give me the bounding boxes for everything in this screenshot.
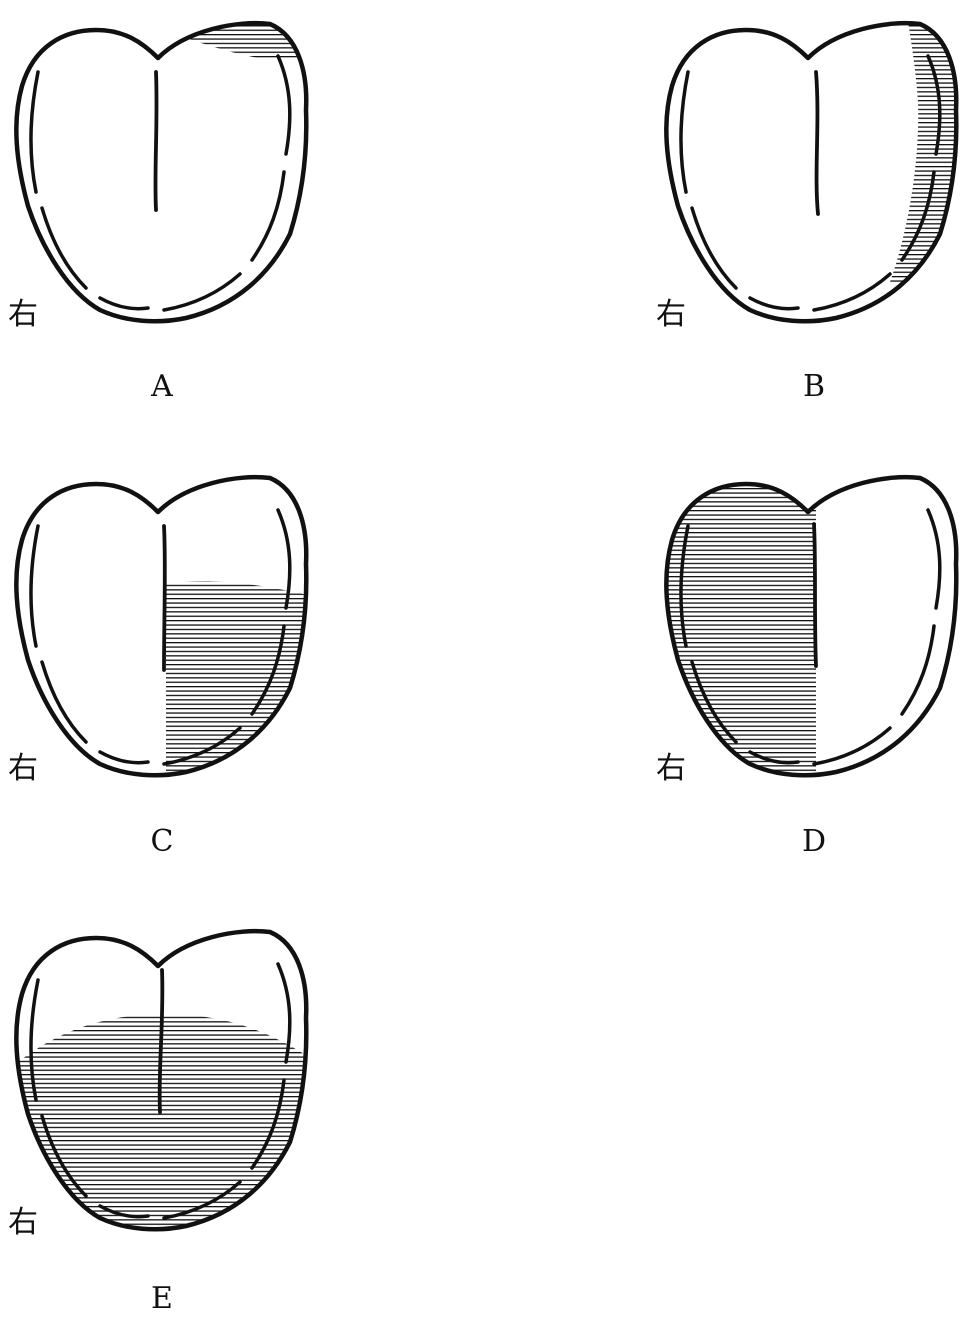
median-line-d xyxy=(812,522,818,668)
tongue-inner-contour-b xyxy=(679,54,942,312)
median-line-e xyxy=(157,968,165,1114)
side-label-b: 右 xyxy=(656,297,686,332)
panel-c xyxy=(16,477,328,796)
panel-d xyxy=(648,456,956,796)
side-label-d: 右 xyxy=(656,751,686,786)
tongue-outline-a xyxy=(16,23,306,321)
median-line-b xyxy=(814,70,820,216)
tongue-inner-contour-c xyxy=(29,508,292,766)
median-line-a xyxy=(153,70,159,212)
panel-e xyxy=(0,931,328,1250)
side-label-e: 右 xyxy=(8,1205,38,1240)
panel-b xyxy=(666,22,973,321)
side-label-a: 右 xyxy=(8,297,38,332)
panel-label-d: D xyxy=(802,824,826,859)
shaded-region-a xyxy=(168,23,307,60)
panel-label-e: E xyxy=(151,1281,173,1316)
panel-label-b: B xyxy=(803,369,825,404)
shaded-region-e xyxy=(16,1014,307,1230)
shaded-region-d xyxy=(666,477,816,776)
panel-a xyxy=(16,2,328,321)
panel-label-a: A xyxy=(150,369,173,404)
side-label-c: 右 xyxy=(8,751,38,786)
tongue-inner-contour-d xyxy=(679,508,942,766)
tongue-inner-contour-a xyxy=(29,54,292,312)
tongue-outline-b xyxy=(666,23,956,321)
panel-label-c: C xyxy=(151,824,174,859)
tongue-inner-contour-e xyxy=(29,962,292,1220)
median-line-c xyxy=(162,524,167,672)
